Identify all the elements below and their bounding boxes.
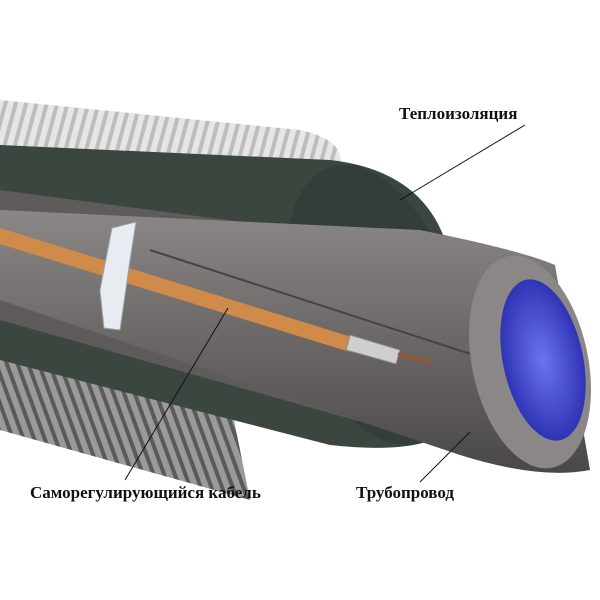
label-insulation: Теплоизоляция: [399, 104, 518, 123]
leader-insulation: [399, 124, 526, 201]
pipe-inner-bore: [500, 279, 586, 441]
heating-cable: [0, 228, 355, 352]
leader-cable: [124, 307, 229, 481]
label-pipe: Трубопровод: [356, 483, 454, 502]
leader-pipe: [419, 431, 471, 483]
cable-wire: [397, 352, 431, 364]
corrugated-cover-top: [0, 100, 341, 165]
cable-shield: [345, 334, 401, 365]
label-cable: Саморегулирующийся кабель: [30, 483, 261, 502]
cable-strap: [99, 221, 137, 331]
pipe-seam: [149, 249, 521, 371]
